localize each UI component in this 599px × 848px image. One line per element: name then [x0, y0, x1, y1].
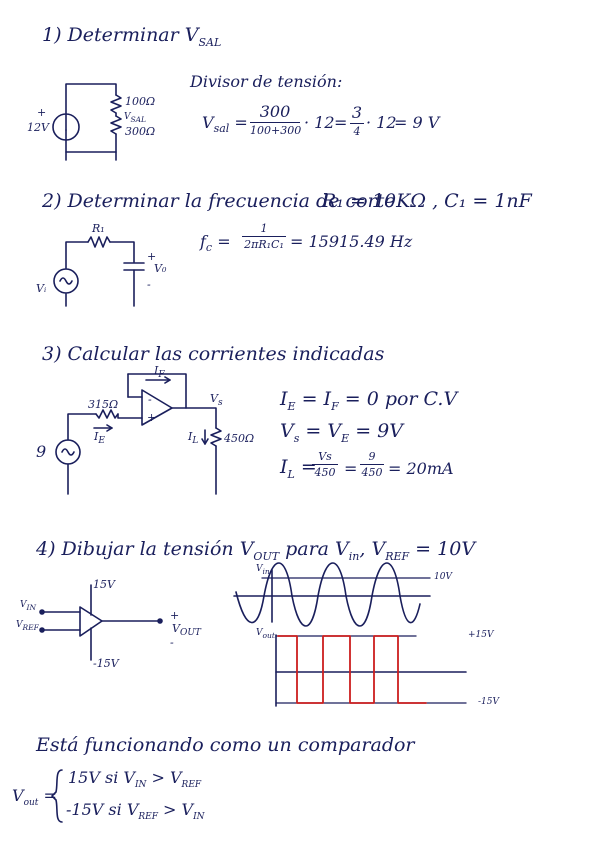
- dc-source-icon: [52, 113, 80, 141]
- opamp-buffer-circuit: [55, 373, 222, 495]
- times-12: · 12: [304, 113, 335, 132]
- vsal-result: = 9 V: [394, 113, 440, 132]
- level-plus15v-label: +15V: [468, 630, 494, 640]
- vs-label: Vs: [210, 392, 223, 409]
- piecewise-case-1: 15V si VIN > VREF: [68, 768, 202, 791]
- il-label: IL: [188, 430, 199, 447]
- comparator-statement: Está funcionando como un comparador: [36, 734, 415, 756]
- graph-vout-label: Vout: [256, 628, 275, 640]
- vref-label: VREF: [16, 620, 39, 632]
- divider-heading: Divisor de tensión:: [190, 72, 343, 91]
- section2-title: 2) Determinar la frecuencia de corte: [42, 190, 396, 212]
- positive-supply-label: 15V: [93, 578, 115, 591]
- vsal-equation-lhs: Vsal =: [202, 113, 248, 136]
- vo-label: V₀: [154, 262, 167, 275]
- source-voltage-label: 12V: [27, 121, 49, 134]
- vi-label: Vᵢ: [36, 282, 47, 295]
- times-12-second: · 12: [366, 113, 397, 132]
- r1-label: R₁: [92, 222, 105, 235]
- negative-supply-label: -15V: [93, 657, 119, 670]
- vout-label: VOUT: [172, 622, 201, 639]
- opamp-minus: -: [148, 393, 152, 406]
- equals-sign: =: [334, 113, 348, 132]
- load-current-result: = 20mA: [388, 459, 454, 478]
- resistor-top-label: 100Ω: [125, 95, 156, 108]
- fc-result: = 15915.49 Hz: [290, 232, 413, 251]
- ac-source-icon: [53, 268, 79, 294]
- fc-lhs: fc =: [200, 232, 231, 255]
- section3-title: 3) Calcular las corrientes indicadas: [42, 343, 385, 365]
- graph-vin-label: Vin: [256, 564, 270, 576]
- level-minus15v-label: -15V: [478, 697, 499, 707]
- vin-label: VIN: [20, 600, 37, 612]
- source-value-label: 9: [36, 442, 47, 461]
- source-plus: +: [37, 106, 47, 119]
- comparator-circuit: [39, 584, 163, 661]
- section4-title: 4) Dibujar la tensión VOUT para Vin, VRE…: [36, 538, 476, 563]
- vout-minus: -: [170, 636, 174, 649]
- if-label: IF: [154, 364, 165, 381]
- equation-voltages: Vs = VE = 9V: [280, 420, 403, 445]
- output-square-wave: [277, 635, 427, 704]
- resistor-bottom-label: 300Ω: [125, 125, 156, 138]
- rc-filter-circuit: [53, 236, 145, 307]
- equation-currents: IE = IF = 0 por C.V: [280, 388, 458, 413]
- piecewise-case-2: -15V si VREF > VIN: [66, 800, 205, 823]
- section1-title: 1) Determinar VSAL: [42, 24, 222, 49]
- load-resistor-label: 450Ω: [224, 432, 255, 445]
- section2-params: R₁ = 10KΩ , C₁ = 1nF: [322, 190, 532, 212]
- vsal-label: VSAL: [124, 112, 147, 124]
- voltage-divider-circuit: [52, 83, 122, 161]
- piecewise-brace: [51, 769, 63, 823]
- vout-plus: +: [170, 609, 180, 622]
- equals-sign-3: =: [344, 459, 358, 478]
- ie-label: IE: [94, 430, 105, 447]
- equation-load-current-lhs: IL =: [280, 456, 317, 481]
- vout-piecewise-lhs: Vout =: [12, 786, 57, 809]
- vo-plus: +: [147, 250, 157, 263]
- vo-minus: -: [147, 278, 151, 291]
- opamp-plus: +: [147, 411, 157, 424]
- level-10v-label: 10V: [434, 572, 452, 582]
- input-resistor-label: 315Ω: [88, 398, 119, 411]
